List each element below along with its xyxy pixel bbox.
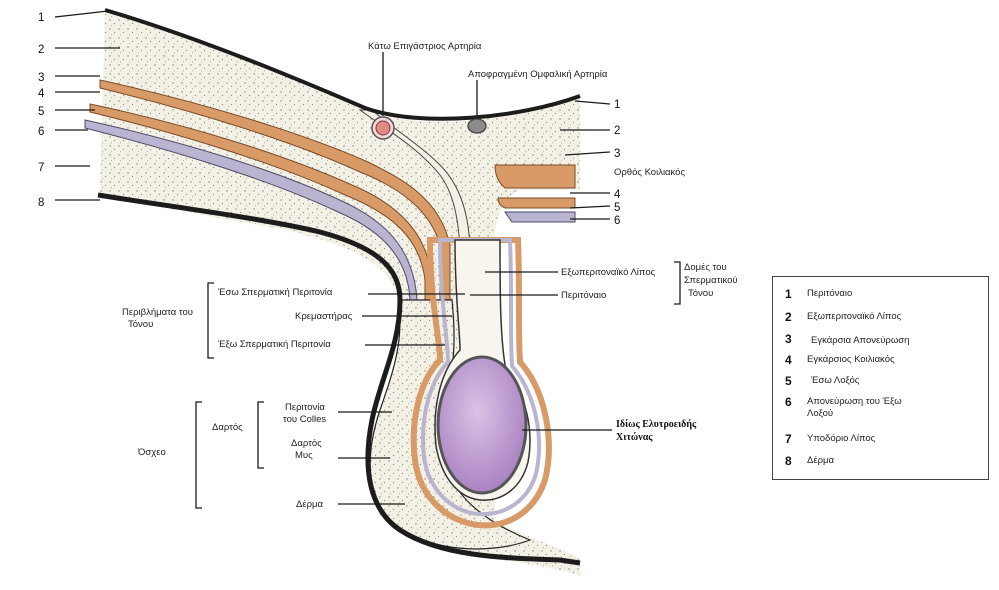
top-skin-line: [104, 8, 581, 121]
left-number: 8: [38, 197, 44, 209]
bottom-skin-line: [97, 192, 581, 566]
right-number: 6: [614, 215, 620, 227]
right-number: 3: [614, 148, 620, 160]
label-tunica-vaginalis: Ιδίως Ελυτροειδής: [616, 418, 697, 430]
cord-envelope-orange: [410, 237, 552, 529]
legend-text: Υποδόριο Λίπος: [807, 433, 876, 444]
label-cremaster: Κρεμαστήρας: [295, 311, 353, 322]
label-obliterated-umbilical: Αποφραγμένη Ομφαλική Αρτηρία: [468, 69, 608, 80]
left-number: 3: [38, 72, 44, 84]
label-external-spermatic: Έξω Σπερματική Περιτονία: [217, 339, 331, 350]
legend-text: Εξωπεριτοναϊκό Λίπος: [807, 311, 902, 322]
label-dartos-muscle: Δαρτός: [291, 438, 322, 449]
label-skin: Δέρμα: [296, 499, 323, 510]
label-cord-structures: Σπερματικού: [684, 275, 738, 286]
legend-number: 8: [785, 454, 792, 468]
label-cord-structures: Τόνου: [688, 288, 713, 299]
legend-number: 5: [785, 374, 792, 388]
label-internal-spermatic: Έσω Σπερματική Περιτονία: [217, 287, 333, 298]
layer-orange-band: [99, 79, 451, 301]
label-peritoneum: Περιτόναιο: [561, 290, 606, 301]
legend-box: 1 Περιτόναιο 2 Εξωπεριτοναϊκό Λίπος 3 Εγ…: [772, 276, 989, 480]
label-scrotum: Όσχεο: [137, 447, 166, 458]
label-colles: του Colles: [283, 414, 326, 425]
label-inferior-epigastric: Κάτω Επιγάστριος Αρτηρία: [368, 41, 482, 52]
left-number: 6: [38, 126, 44, 138]
left-number: 1: [38, 12, 44, 24]
legend-text: Έσω Λοξός: [811, 375, 860, 386]
rectus-muscle: [494, 164, 576, 189]
legend-text: Εγκάρσια Απονεύρωση: [811, 335, 910, 346]
left-number: 4: [38, 88, 45, 100]
tunica-vaginalis: [436, 355, 528, 495]
legend-number: 6: [785, 395, 792, 409]
legend-number: 7: [785, 432, 792, 446]
legend-text: Απονεύρωση του Έξω Λοξού: [807, 396, 902, 419]
label-dartos-muscle: Μυς: [295, 450, 313, 461]
left-number: 5: [38, 106, 44, 118]
label-tunica-vaginalis: Χιτώνας: [616, 432, 653, 443]
legend-text: Εγκάρσιος Κοιλιακός: [807, 354, 895, 365]
legend-number: 1: [785, 287, 792, 301]
right-number: 1: [614, 99, 620, 111]
legend-number: 2: [785, 310, 792, 324]
legend-text: Περιτόναιο: [807, 288, 853, 299]
right-number: 2: [614, 125, 620, 137]
right-number: 4: [614, 189, 621, 201]
left-number: 7: [38, 162, 44, 174]
label-coverings: Περιβλήματα του: [122, 307, 193, 318]
label-extraperitoneal-fat: Εξωπεριτοναϊκό Λίπος: [561, 267, 656, 278]
right-fascia-band: [497, 197, 576, 209]
right-number: 5: [614, 202, 620, 214]
right-membrane-band: [504, 211, 576, 223]
cord-envelope-membrane: [421, 238, 541, 517]
obliterated-umbilical-artery: [467, 118, 487, 134]
label-coverings: Τόνου: [128, 319, 153, 330]
left-number: 2: [38, 44, 44, 56]
label-cord-structures: Δομές του: [684, 262, 727, 273]
legend-number: 4: [785, 353, 792, 367]
label-colles: Περιτονία: [285, 402, 325, 413]
label-dartos: Δαρτός: [212, 422, 243, 433]
legend-number: 3: [785, 332, 792, 346]
legend-text: Δέρμα: [807, 455, 834, 466]
label-rectus: Ορθός Κοιλιακός: [614, 167, 685, 178]
